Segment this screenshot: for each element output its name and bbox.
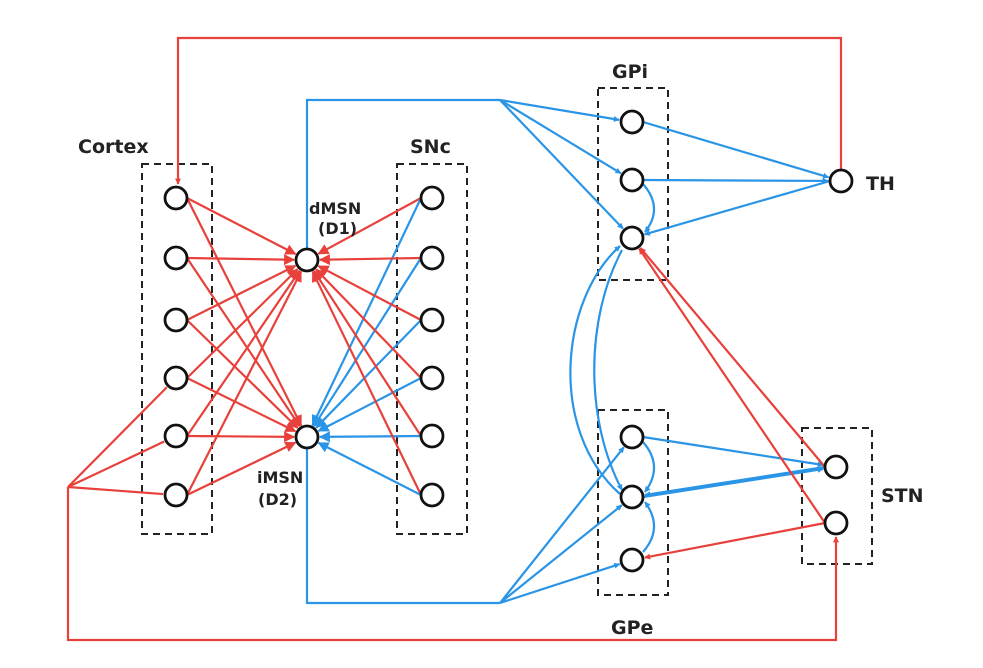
snc-to-imsn-edge [311, 197, 422, 427]
cortex-to-dmsn-edge [186, 269, 301, 437]
th-node [828, 168, 854, 194]
imsn-to-gpe-edge [499, 446, 625, 604]
cortex-to-dmsn-edge [186, 268, 299, 379]
gpe-gpi-curve-outer [569, 245, 621, 495]
gpe-internal-edge [642, 441, 656, 493]
cortex-node [163, 307, 189, 333]
gpi-node [619, 167, 645, 193]
snc-to-dmsn-edge [317, 197, 422, 255]
gpi-to-th-edge [642, 177, 829, 184]
cortex-node [163, 245, 189, 271]
dmsn-node [294, 247, 320, 273]
cortex-to-imsn-edge [186, 431, 296, 443]
cortex-fan-edge [67, 386, 168, 488]
imsn-bus [305, 448, 500, 605]
cortex-to-dmsn-edge [186, 270, 303, 496]
imsn-to-gpe-edge [499, 504, 623, 604]
snc-node [419, 482, 445, 508]
snc-node [419, 185, 445, 211]
connection-layer [66, 36, 843, 642]
cortex-fan-edge [67, 440, 165, 488]
snc-to-imsn-edge [318, 431, 422, 443]
cortex-to-imsn-edge [186, 319, 299, 429]
d1-label: (D1) [318, 219, 357, 238]
cortex-node [163, 423, 189, 449]
cortex-node [163, 185, 189, 211]
gpi-label: GPi [612, 61, 648, 83]
imsn-to-gpe-edge [499, 562, 621, 605]
cortex-to-dmsn-edge [186, 264, 297, 321]
cortex-to-stn-loop [66, 487, 839, 642]
cortex-to-imsn-edge [186, 257, 301, 428]
stn-to-gpe-edge [644, 521, 826, 560]
cortex-to-dmsn-edge [186, 197, 297, 256]
cortex-to-dmsn-edge [186, 254, 296, 266]
gpi-to-th-edge [642, 120, 830, 179]
cortex-to-imsn-edge [186, 197, 303, 427]
cortex-label: Cortex [78, 136, 149, 158]
snc-to-dmsn-edge [315, 268, 422, 379]
th-label: TH [866, 173, 895, 195]
gpe-group-box [597, 409, 669, 596]
snc-to-imsn-edge [317, 441, 422, 496]
snc-to-dmsn-edge [318, 254, 422, 266]
snc-node [419, 365, 445, 391]
snc-to-imsn-edge [313, 257, 422, 427]
dmsn-to-gpi-edge [499, 98, 620, 122]
gpe-node [619, 424, 645, 450]
gpi-node [619, 109, 645, 135]
stn-label: STN [881, 485, 924, 507]
snc-node [419, 423, 445, 449]
d2-label: (D2) [258, 490, 297, 509]
cortex-fan-edge [67, 485, 164, 496]
imsn-node [294, 424, 320, 450]
gpe-node [619, 484, 645, 510]
th-to-cortex-loop [175, 36, 843, 185]
snc-to-imsn-edge [317, 377, 422, 433]
dmsn-bus [305, 98, 500, 249]
snc-to-dmsn-edge [313, 269, 422, 437]
gpe-internal-edge [642, 501, 656, 553]
cortex-group-box [141, 163, 213, 535]
dmsn-to-gpi-edge [499, 99, 622, 175]
snc-node [419, 245, 445, 271]
stn-to-gpi-edge [638, 248, 826, 524]
gpe-to-stn-edge [642, 466, 824, 499]
cortex-node [163, 365, 189, 391]
imsn-label: iMSN [257, 468, 303, 487]
stn-to-gpe-edge [644, 465, 826, 498]
snc-group-box [396, 163, 468, 535]
snc-to-imsn-edge [315, 319, 422, 429]
snc-to-dmsn-edge [311, 270, 422, 496]
snc-to-dmsn-edge [317, 265, 422, 321]
gpe-to-stn-edge [642, 435, 824, 468]
node-layer [163, 109, 854, 573]
gpe-label: GPe [611, 617, 653, 639]
cortex-to-imsn-edge [186, 441, 297, 496]
snc-node [419, 307, 445, 333]
dmsn-to-gpi-edge [499, 99, 624, 230]
stn-node [823, 454, 849, 480]
stn-node [823, 510, 849, 536]
th-to-gpi-edge [643, 179, 831, 236]
snc-label: SNc [410, 136, 451, 158]
gpe-node [619, 547, 645, 573]
gpi-node [619, 225, 645, 251]
gpi-internal-edge [642, 183, 656, 233]
dmsn-label: dMSN [309, 199, 361, 218]
gpe-gpi-curve-inner [593, 249, 623, 491]
cortex-to-imsn-edge [186, 377, 297, 433]
stn-to-gpi-edge [639, 247, 826, 468]
cortex-node [163, 482, 189, 508]
